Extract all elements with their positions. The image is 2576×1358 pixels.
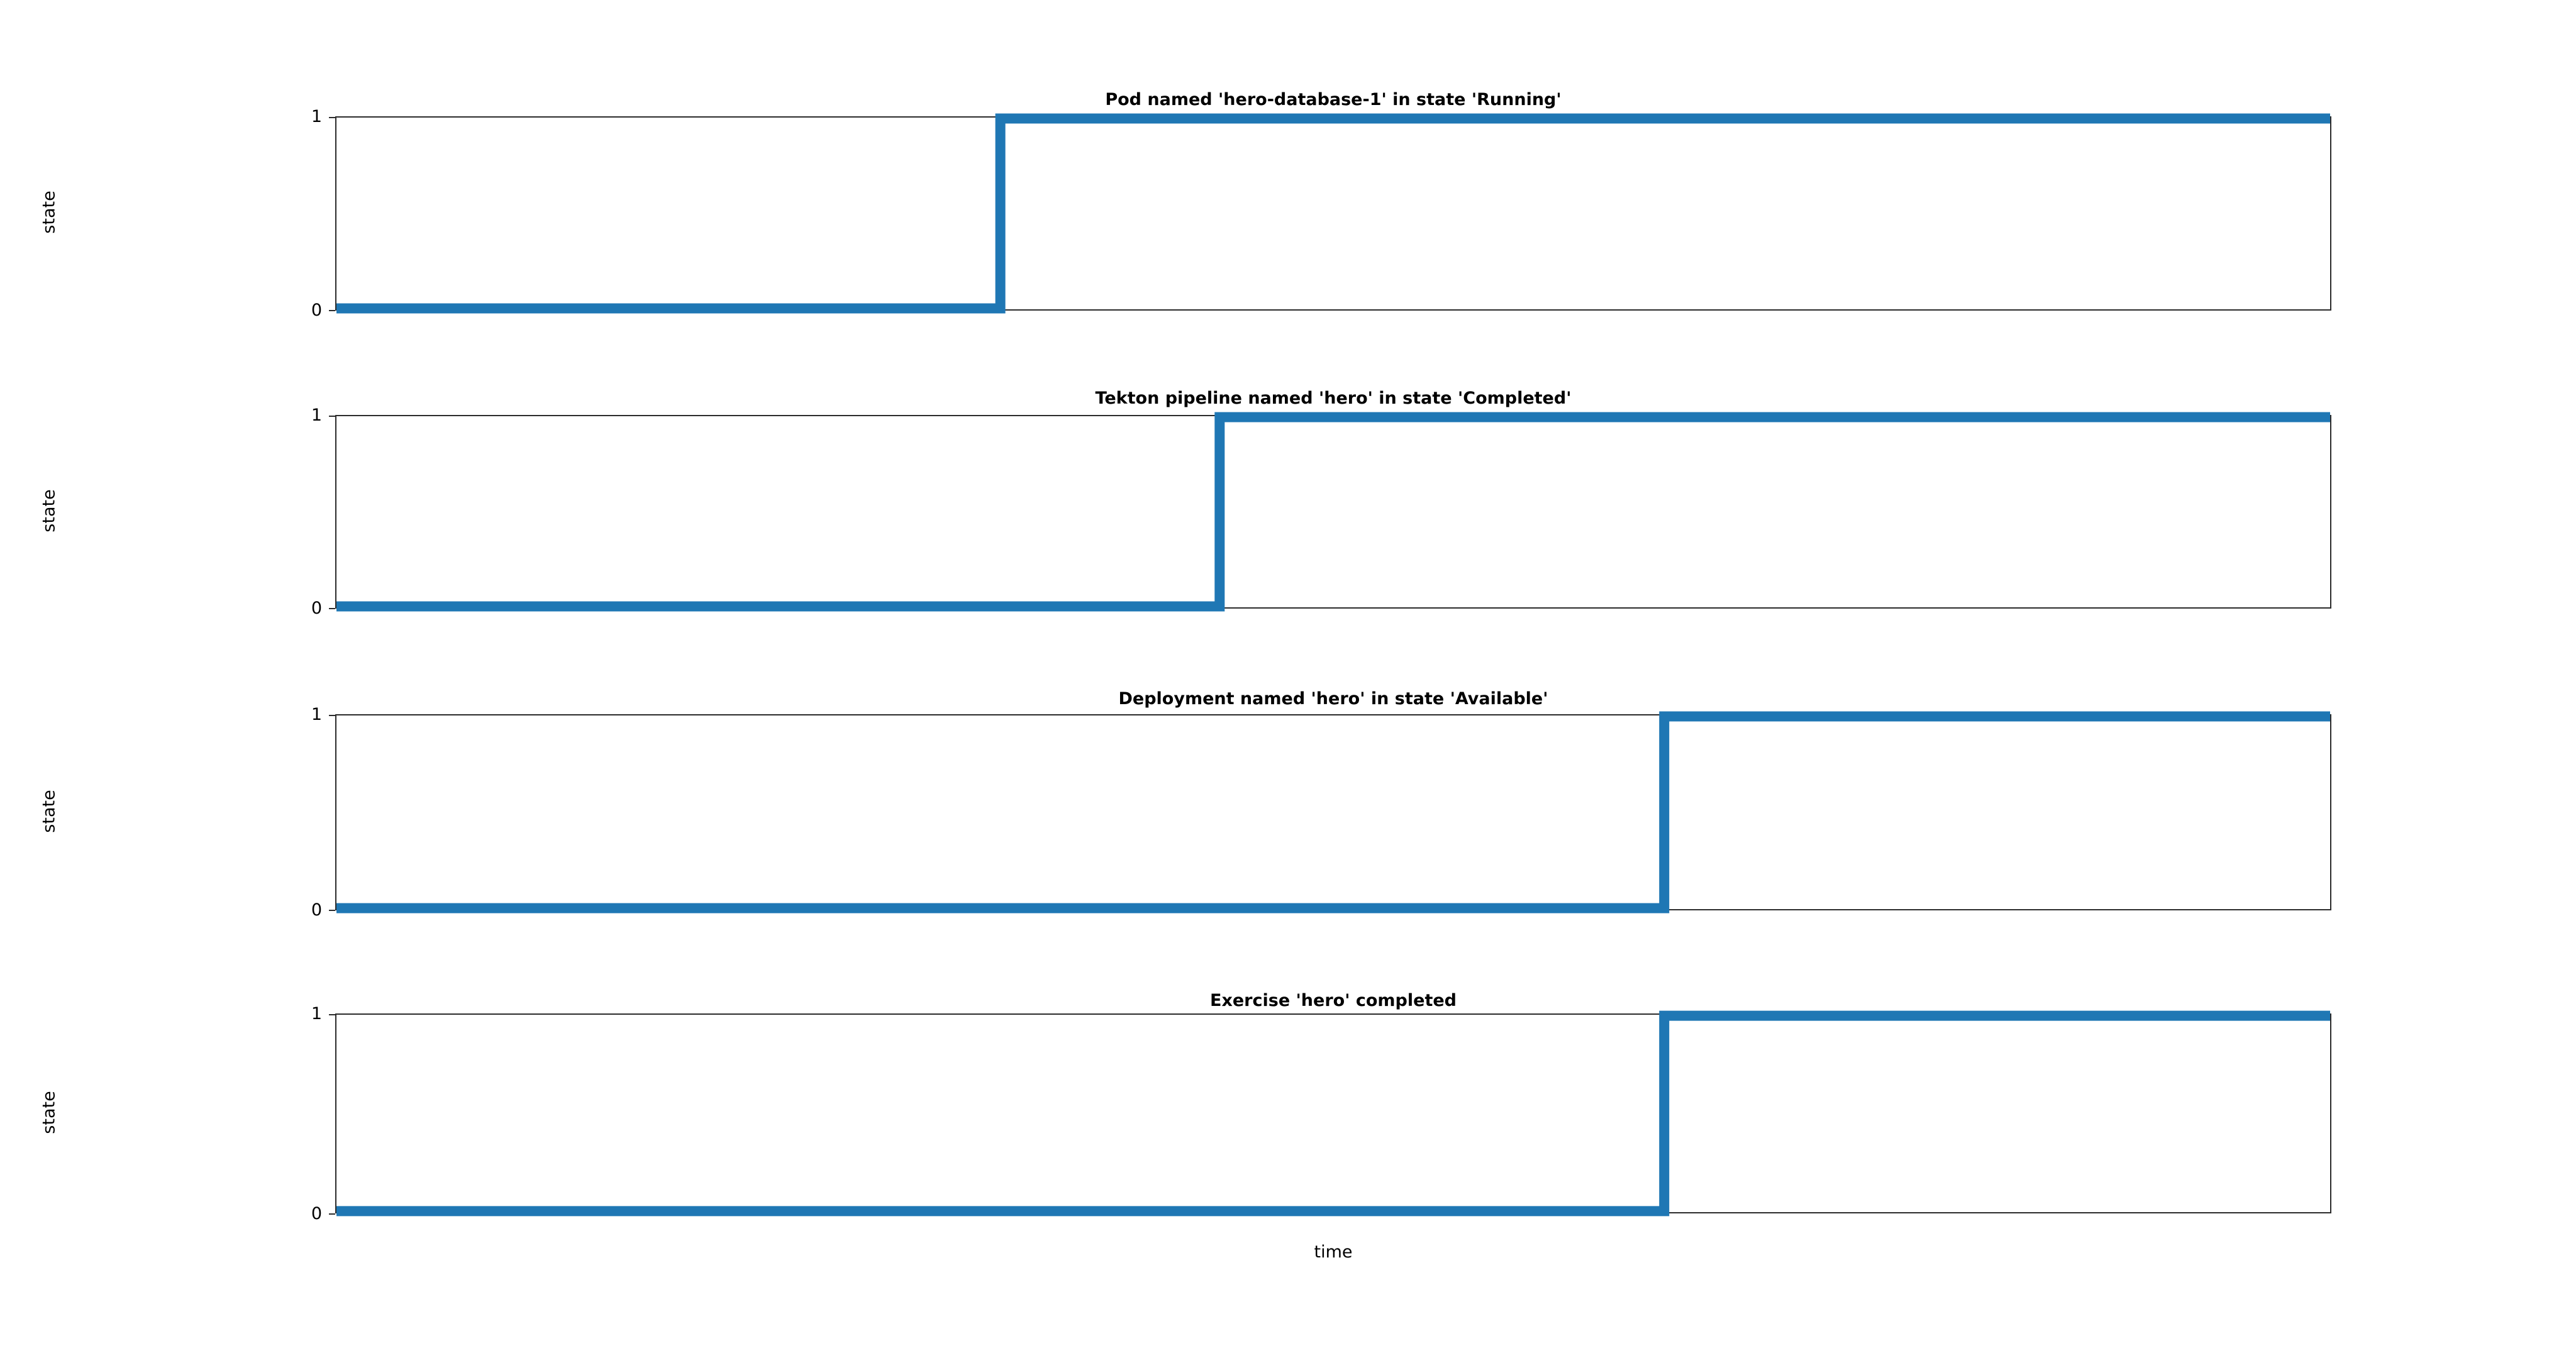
y-tick-mark-high (329, 715, 335, 716)
plot-area (335, 714, 2331, 910)
y-tick-mark-high (329, 117, 335, 118)
y-tick-label-low: 0 (311, 900, 322, 920)
y-tick-mark-high (329, 416, 335, 417)
subplot-title: Exercise 'hero' completed (1210, 991, 1457, 1010)
y-tick-mark-high (329, 1014, 335, 1015)
y-tick-label-high: 1 (311, 107, 322, 126)
step-line-svg (336, 715, 2330, 909)
x-axis-label: time (1314, 1242, 1353, 1262)
step-line-svg (336, 1015, 2330, 1212)
subplot-title: Pod named 'hero-database-1' in state 'Ru… (1105, 90, 1562, 109)
y-tick-mark-low (329, 910, 335, 911)
y-axis-label: state (39, 489, 59, 533)
plot-area (335, 415, 2331, 609)
y-axis-label: state (39, 1091, 59, 1134)
y-tick-mark-low (329, 1213, 335, 1215)
step-line-series (336, 717, 2330, 908)
y-tick-label-low: 0 (311, 599, 322, 618)
step-line-series (336, 1016, 2330, 1212)
step-line-series (336, 119, 2330, 309)
step-line-svg (336, 118, 2330, 309)
y-axis-label: state (39, 190, 59, 234)
y-tick-label-high: 1 (311, 406, 322, 425)
y-tick-label-high: 1 (311, 705, 322, 724)
y-tick-label-low: 0 (311, 301, 322, 320)
y-axis-label: state (39, 790, 59, 833)
y-tick-label-high: 1 (311, 1004, 322, 1024)
subplot-title: Tekton pipeline named 'hero' in state 'C… (1095, 389, 1572, 408)
step-line-series (336, 417, 2330, 607)
y-tick-mark-low (329, 608, 335, 609)
y-tick-label-low: 0 (311, 1204, 322, 1223)
y-tick-mark-low (329, 310, 335, 311)
plot-area (335, 116, 2331, 311)
plot-area (335, 1013, 2331, 1213)
step-line-svg (336, 416, 2330, 607)
subplot-title: Deployment named 'hero' in state 'Availa… (1118, 689, 1548, 709)
